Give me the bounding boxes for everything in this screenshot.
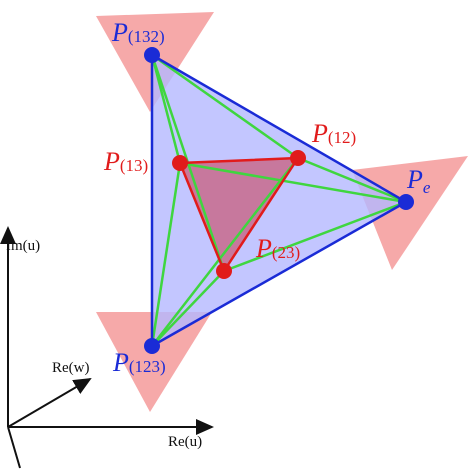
edge-p12-p123 <box>151 157 299 347</box>
label-p13: P(13) <box>103 147 148 176</box>
vertex-pe-dot <box>398 194 414 210</box>
edge-pe-p23 <box>223 200 407 273</box>
edge-p132-p12 <box>151 53 299 160</box>
edge-p132-p13 <box>150 54 182 164</box>
vertex-p123-dot <box>144 338 160 354</box>
label-p132: P(132) <box>111 18 165 47</box>
axis-label-im-u: Im(u) <box>6 238 40 254</box>
outer-triangle-border <box>150 53 408 348</box>
axis-label-re-w: Re(w) <box>52 360 90 376</box>
edge-p13-pe <box>179 161 407 204</box>
label-p123: P(123) <box>112 348 166 377</box>
label-pe: Pe <box>406 165 431 197</box>
edge-p123-p13 <box>150 162 182 347</box>
label-p23: P(23) <box>255 234 300 263</box>
axis-label-re-u: Re(u) <box>168 434 202 450</box>
cone-right <box>352 156 468 270</box>
vertex-p13-dot <box>172 155 188 171</box>
edge-pe-p12 <box>297 156 407 204</box>
outer-triangle <box>152 55 406 346</box>
vertex-p12-dot <box>290 150 306 166</box>
vertex-p132-dot <box>144 47 160 63</box>
axis-tail <box>7 426 21 469</box>
cone-bottom <box>96 312 212 412</box>
vertex-p23-dot <box>216 263 232 279</box>
coordinate-axes: Im(u) Re(w) Re(u) <box>0 226 214 469</box>
inner-triangle <box>180 158 298 271</box>
axis-re-w <box>7 377 92 428</box>
inner-triangle-border <box>178 156 300 273</box>
label-p12: P(12) <box>311 119 356 148</box>
edge-p123-p23 <box>151 270 225 347</box>
